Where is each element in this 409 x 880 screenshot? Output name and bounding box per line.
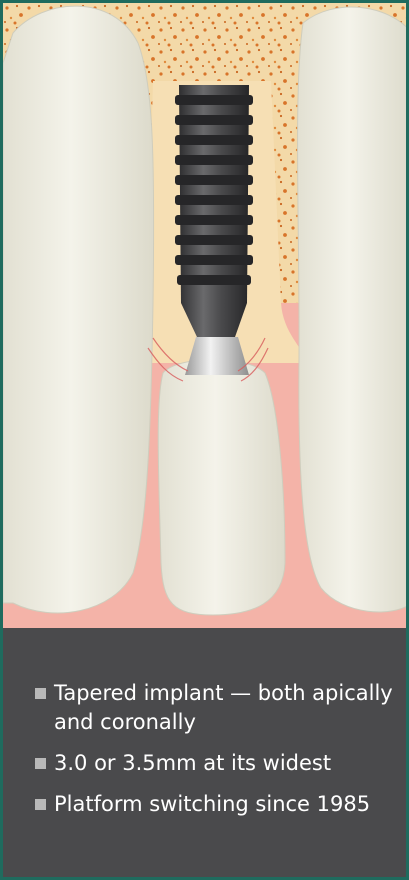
feature-item: 3.0 or 3.5mm at its widest bbox=[35, 749, 395, 778]
implant-illustration bbox=[3, 3, 409, 628]
square-bullet-icon bbox=[35, 688, 46, 699]
right-tooth bbox=[298, 7, 409, 612]
feature-item: Tapered implant — both apically and coro… bbox=[35, 679, 395, 737]
feature-list: Tapered implant — both apically and coro… bbox=[35, 679, 395, 831]
implant-body bbox=[175, 85, 253, 337]
square-bullet-icon bbox=[35, 799, 46, 810]
left-tooth bbox=[3, 6, 154, 613]
feature-item: Platform switching since 1985 bbox=[35, 790, 395, 819]
implant-collar bbox=[185, 337, 249, 375]
feature-text: Platform switching since 1985 bbox=[54, 792, 370, 816]
implant-crown bbox=[158, 360, 285, 616]
square-bullet-icon bbox=[35, 758, 46, 769]
feature-text: 3.0 or 3.5mm at its widest bbox=[54, 751, 331, 775]
feature-text: Tapered implant — both apically and coro… bbox=[54, 681, 393, 734]
